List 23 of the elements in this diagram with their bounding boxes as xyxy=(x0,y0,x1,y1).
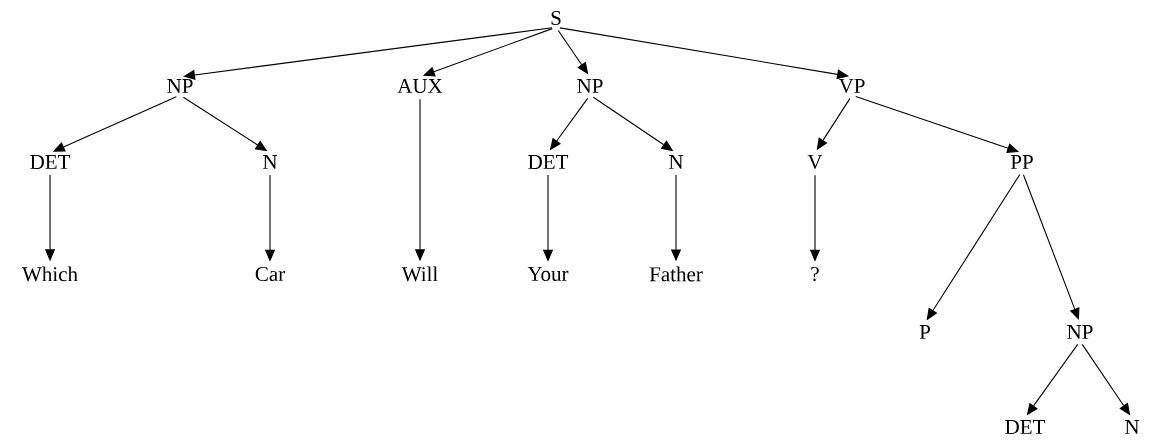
tree-label: NP xyxy=(577,79,603,93)
arrow xyxy=(559,27,849,80)
tree-label: DET xyxy=(1005,420,1046,434)
tree-label: N xyxy=(669,155,684,169)
tree-label: AUX xyxy=(397,78,443,94)
tree-label: Your xyxy=(527,267,569,281)
tree-label: S xyxy=(551,10,561,26)
tree-label: NP xyxy=(1067,325,1093,339)
tree-label: V xyxy=(807,154,823,170)
tree-label: NP xyxy=(167,79,193,93)
tree-label: P xyxy=(919,325,930,339)
tree-label: N xyxy=(1125,420,1140,434)
tree-label: Father xyxy=(649,266,703,282)
tree-label: Which xyxy=(22,266,78,282)
tree-label: VP xyxy=(838,78,865,94)
tree-label: PP xyxy=(1010,155,1033,169)
tree-label: N xyxy=(263,155,278,169)
tree-label: ? xyxy=(811,266,819,282)
tree-label: DET xyxy=(528,155,569,169)
tree-label: DET xyxy=(30,155,71,169)
tree-label: Will xyxy=(401,266,438,282)
arrow xyxy=(183,27,553,81)
tree-label: Car xyxy=(255,266,285,282)
